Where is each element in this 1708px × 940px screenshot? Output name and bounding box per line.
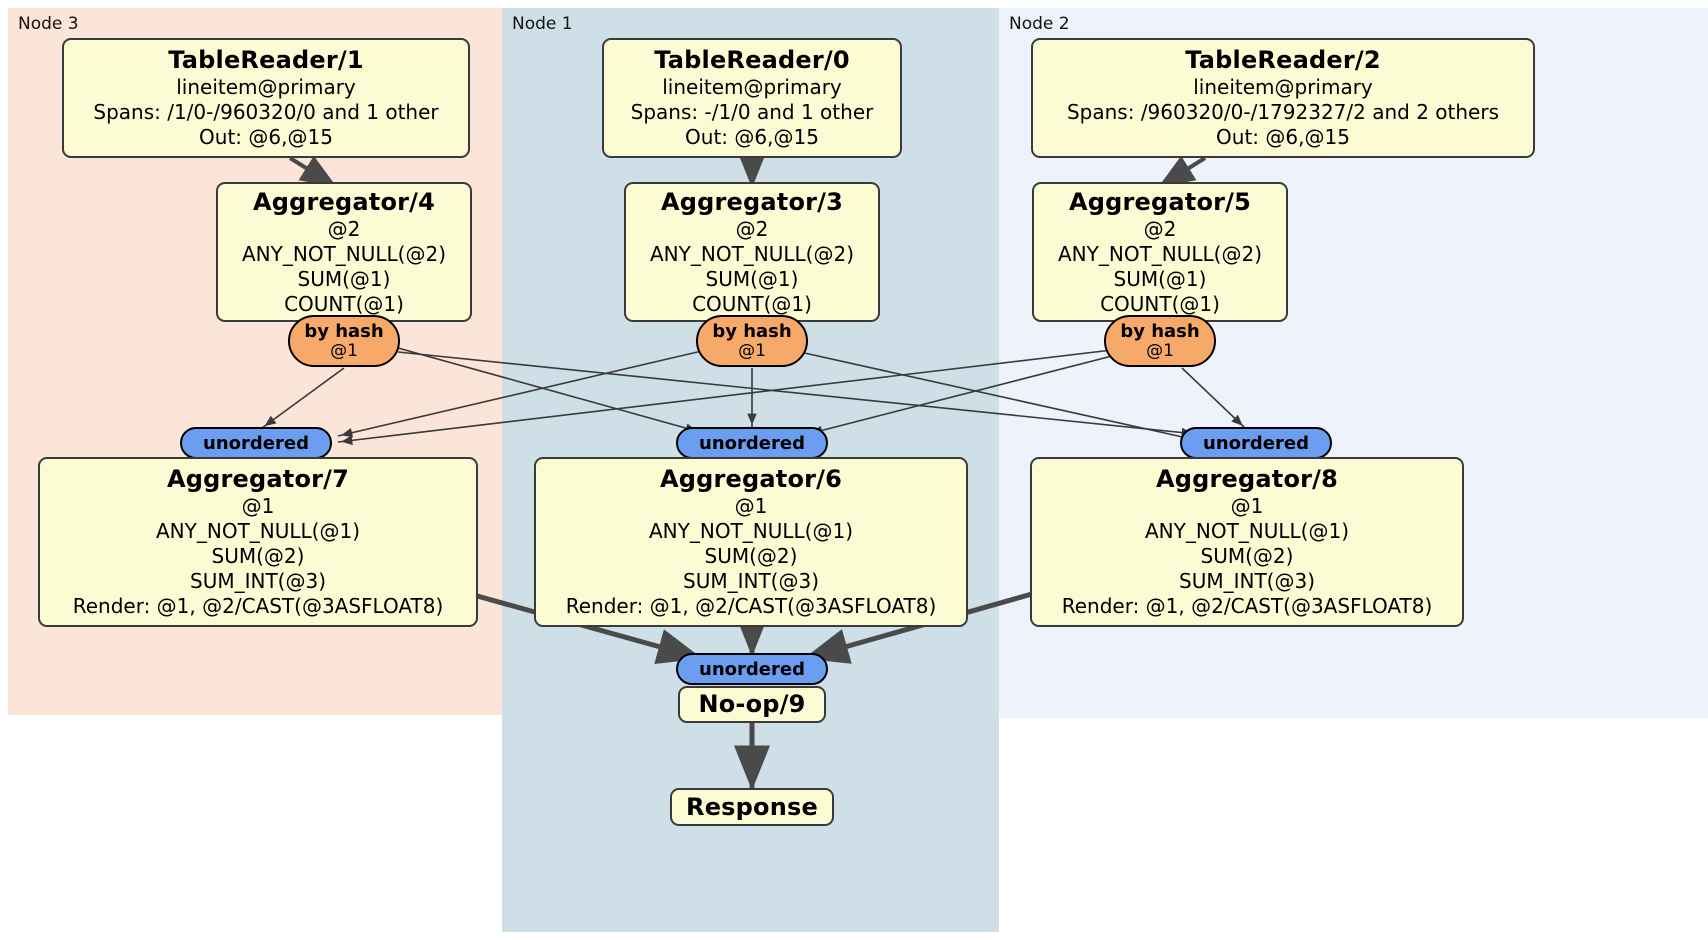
processor-detail-agg1: ANY_NOT_NULL(@1) xyxy=(1145,519,1349,543)
hash-router-center[interactable]: by hash @1 xyxy=(696,315,808,367)
node-panel-label-node1: Node 1 xyxy=(512,14,573,34)
processor-detail-out: Out: @6,@15 xyxy=(1216,125,1350,149)
hash-router-label: by hash xyxy=(1120,321,1200,342)
processor-detail-table: lineitem@primary xyxy=(176,75,356,99)
processor-detail-groupcol: @2 xyxy=(1143,216,1177,241)
processor-detail-agg1: ANY_NOT_NULL(@2) xyxy=(1058,241,1262,266)
processor-detail-groupcol: @1 xyxy=(241,494,275,518)
processor-detail-groupcol: @1 xyxy=(734,494,768,518)
processor-detail-render: Render: @1, @2/CAST(@3ASFLOAT8) xyxy=(565,594,937,618)
processor-detail-groupcol: @2 xyxy=(327,216,361,241)
processor-detail-agg3: COUNT(@1) xyxy=(692,291,812,316)
processor-aggregator-5[interactable]: Aggregator/5 @2 ANY_NOT_NULL(@2) SUM(@1)… xyxy=(1032,182,1288,322)
processor-title: Aggregator/6 xyxy=(659,465,843,493)
hash-router-right[interactable]: by hash @1 xyxy=(1104,315,1216,367)
processor-detail-agg2: SUM(@2) xyxy=(1200,544,1294,568)
node-panel-label-node3: Node 3 xyxy=(18,14,79,34)
processor-title: Aggregator/5 xyxy=(1068,187,1252,216)
hash-router-column: @1 xyxy=(1146,341,1174,361)
processor-detail-spans: Spans: -/1/0 and 1 other xyxy=(630,100,874,124)
processor-title: TableReader/0 xyxy=(654,46,850,74)
processor-detail-agg2: SUM(@1) xyxy=(1113,266,1207,291)
processor-title: Aggregator/8 xyxy=(1155,465,1339,493)
processor-detail-groupcol: @2 xyxy=(735,216,769,241)
processor-detail-agg3: COUNT(@1) xyxy=(284,291,404,316)
processor-aggregator-3[interactable]: Aggregator/3 @2 ANY_NOT_NULL(@2) SUM(@1)… xyxy=(624,182,880,322)
processor-detail-groupcol: @1 xyxy=(1230,494,1264,518)
synchronizer-label: unordered xyxy=(699,432,805,454)
processor-table-reader-1[interactable]: TableReader/1 lineitem@primary Spans: /1… xyxy=(62,38,470,158)
processor-detail-agg3: SUM_INT(@3) xyxy=(1179,569,1315,593)
processor-title: No-op/9 xyxy=(698,690,806,718)
processor-title: TableReader/1 xyxy=(168,46,364,74)
processor-detail-agg2: SUM(@2) xyxy=(211,544,305,568)
processor-detail-agg2: SUM(@1) xyxy=(297,266,391,291)
synchronizer-unordered-final[interactable]: unordered xyxy=(676,653,828,685)
synchronizer-unordered-center[interactable]: unordered xyxy=(676,427,828,459)
processor-detail-agg2: SUM(@2) xyxy=(704,544,798,568)
synchronizer-label: unordered xyxy=(699,658,805,680)
processor-aggregator-8[interactable]: Aggregator/8 @1 ANY_NOT_NULL(@1) SUM(@2)… xyxy=(1030,457,1464,627)
synchronizer-unordered-right[interactable]: unordered xyxy=(1180,427,1332,459)
processor-detail-agg1: ANY_NOT_NULL(@2) xyxy=(650,241,854,266)
processor-detail-agg1: ANY_NOT_NULL(@2) xyxy=(242,241,446,266)
processor-detail-agg3: SUM_INT(@3) xyxy=(683,569,819,593)
processor-title: TableReader/2 xyxy=(1185,46,1381,74)
hash-router-left[interactable]: by hash @1 xyxy=(288,315,400,367)
processor-table-reader-2[interactable]: TableReader/2 lineitem@primary Spans: /9… xyxy=(1031,38,1535,158)
hash-router-label: by hash xyxy=(712,321,792,342)
processor-detail-out: Out: @6,@15 xyxy=(199,125,333,149)
processor-aggregator-4[interactable]: Aggregator/4 @2 ANY_NOT_NULL(@2) SUM(@1)… xyxy=(216,182,472,322)
hash-router-column: @1 xyxy=(330,341,358,361)
processor-title: Aggregator/4 xyxy=(252,187,436,216)
synchronizer-label: unordered xyxy=(1203,432,1309,454)
processor-title: Response xyxy=(686,792,818,821)
processor-aggregator-6[interactable]: Aggregator/6 @1 ANY_NOT_NULL(@1) SUM(@2)… xyxy=(534,457,968,627)
processor-detail-agg3: SUM_INT(@3) xyxy=(190,569,326,593)
processor-noop-9[interactable]: No-op/9 xyxy=(678,686,826,723)
processor-response[interactable]: Response xyxy=(670,788,834,826)
synchronizer-label: unordered xyxy=(203,432,309,454)
processor-detail-agg1: ANY_NOT_NULL(@1) xyxy=(156,519,360,543)
node-panel-label-node2: Node 2 xyxy=(1009,14,1070,34)
processor-detail-spans: Spans: /1/0-/960320/0 and 1 other xyxy=(93,100,439,124)
processor-detail-table: lineitem@primary xyxy=(1193,75,1373,99)
processor-title: Aggregator/7 xyxy=(166,465,350,493)
processor-detail-agg1: ANY_NOT_NULL(@1) xyxy=(649,519,853,543)
hash-router-label: by hash xyxy=(304,321,384,342)
processor-detail-spans: Spans: /960320/0-/1792327/2 and 2 others xyxy=(1066,100,1499,124)
processor-detail-table: lineitem@primary xyxy=(662,75,842,99)
processor-detail-render: Render: @1, @2/CAST(@3ASFLOAT8) xyxy=(1061,594,1433,618)
processor-aggregator-7[interactable]: Aggregator/7 @1 ANY_NOT_NULL(@1) SUM(@2)… xyxy=(38,457,478,627)
synchronizer-unordered-left[interactable]: unordered xyxy=(180,427,332,459)
processor-detail-agg3: COUNT(@1) xyxy=(1100,291,1220,316)
processor-title: Aggregator/3 xyxy=(660,187,844,216)
hash-router-column: @1 xyxy=(738,341,766,361)
processor-detail-out: Out: @6,@15 xyxy=(685,125,819,149)
processor-table-reader-0[interactable]: TableReader/0 lineitem@primary Spans: -/… xyxy=(602,38,902,158)
processor-detail-agg2: SUM(@1) xyxy=(705,266,799,291)
processor-detail-render: Render: @1, @2/CAST(@3ASFLOAT8) xyxy=(72,594,444,618)
